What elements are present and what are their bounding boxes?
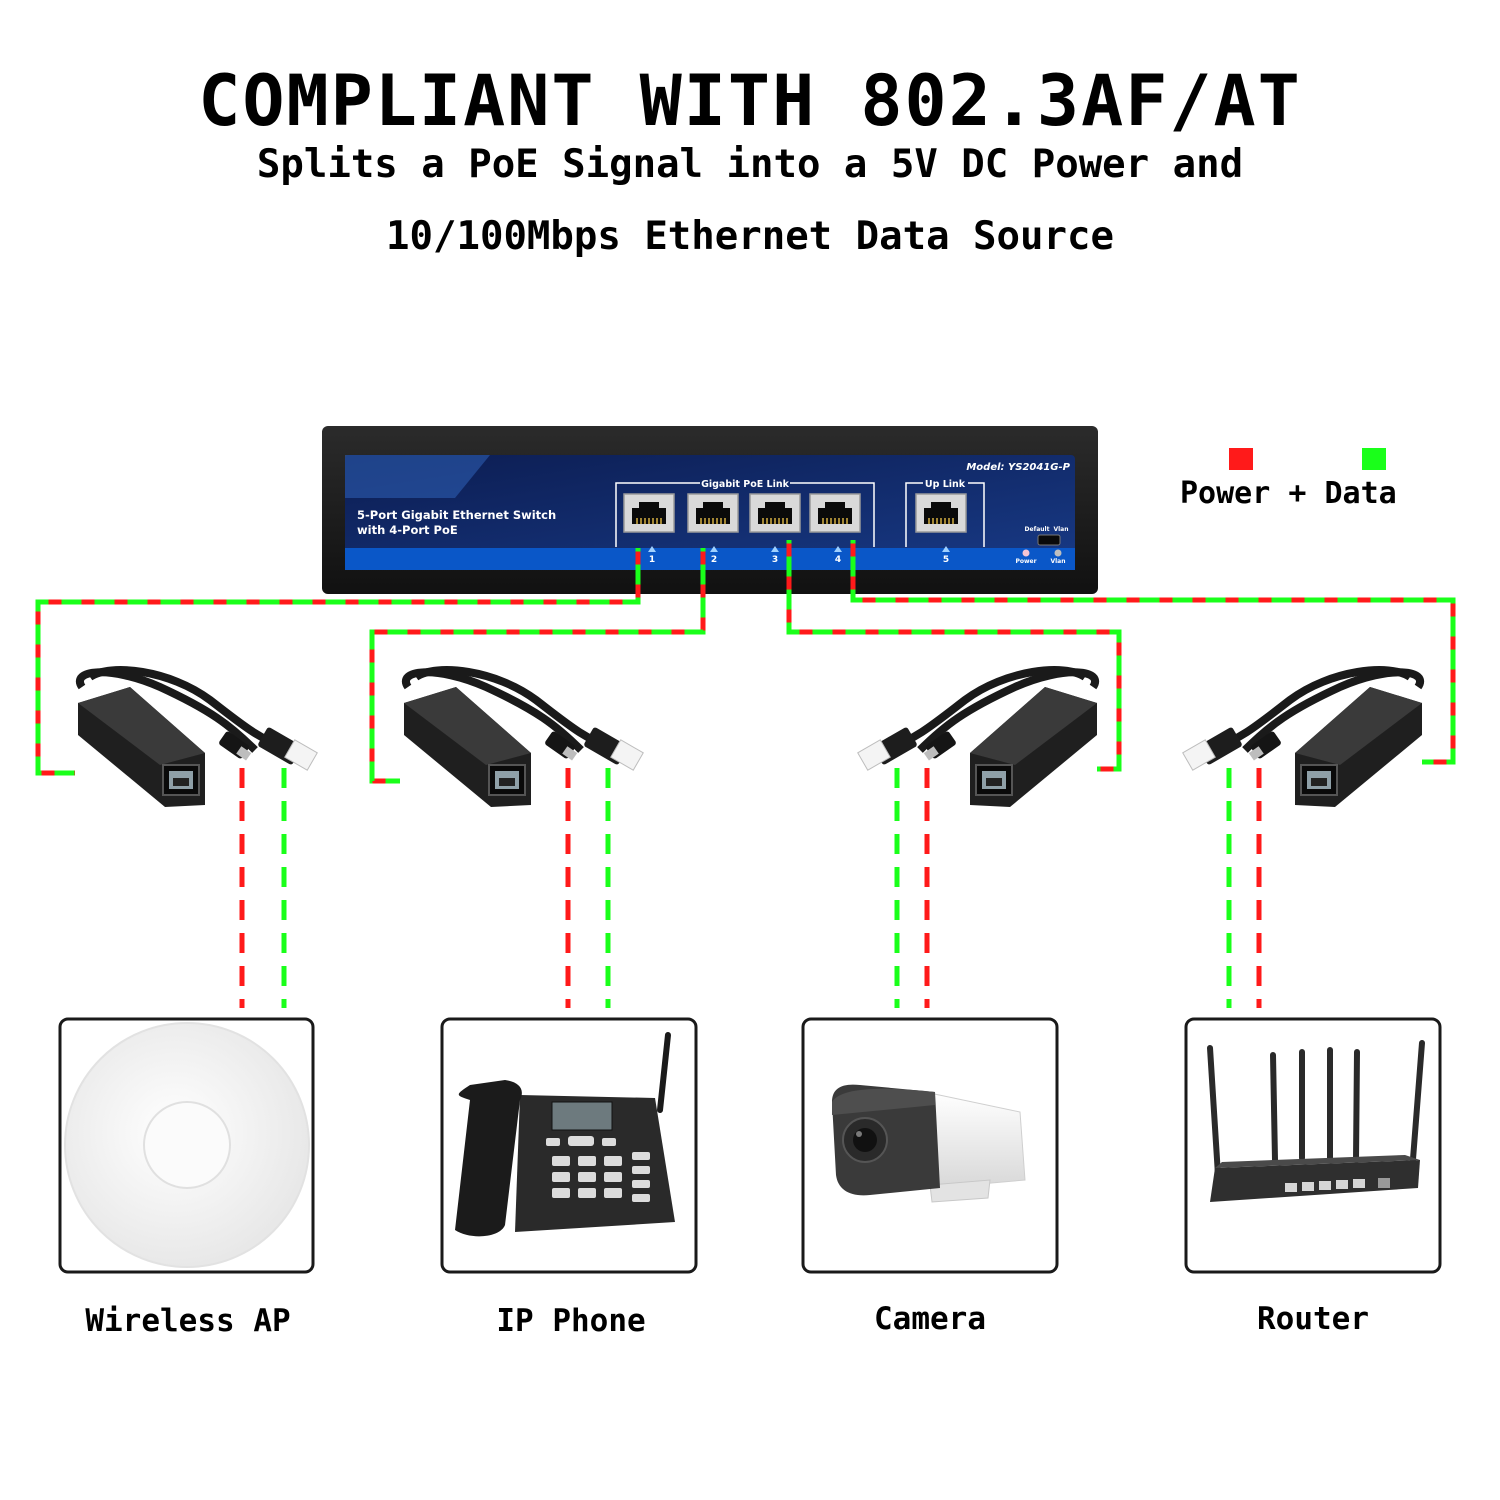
poe-splitter-3	[858, 670, 1097, 807]
port-number-5: 5	[943, 555, 949, 565]
vlan-led-label: Vlan	[1050, 558, 1065, 565]
subtitle-line-2: 10/100Mbps Ethernet Data Source	[386, 214, 1114, 259]
poe-splitter-1	[78, 670, 317, 807]
device-label-ip-phone: IP Phone	[496, 1303, 646, 1339]
default-label: Default	[1025, 526, 1050, 533]
device-label-router: Router	[1257, 1301, 1369, 1337]
power-legend-swatch	[1229, 448, 1253, 470]
device-label-camera: Camera	[874, 1301, 986, 1337]
subtitle-line-1: Splits a PoE Signal into a 5V DC Power a…	[256, 142, 1244, 187]
vlan-led	[1054, 549, 1062, 557]
device-label-wireless-ap: Wireless AP	[85, 1303, 291, 1339]
data-legend-swatch	[1362, 448, 1386, 470]
port-number-4: 4	[835, 555, 841, 565]
ethernet-port-4[interactable]	[809, 493, 861, 533]
page-title: COMPLIANT WITH 802.3AF/AT	[198, 60, 1302, 142]
ethernet-port-3[interactable]	[749, 493, 801, 533]
switch-description-1: 5-Port Gigabit Ethernet Switch	[357, 508, 556, 522]
camera-icon	[832, 1084, 1026, 1203]
poe-switch: Model: YS2041G-P 5-Port Gigabit Ethernet…	[322, 426, 1098, 594]
power-led-label: Power	[1015, 558, 1036, 565]
ethernet-port-1[interactable]	[623, 493, 675, 533]
poe-group-label: Gigabit PoE Link	[701, 479, 790, 490]
vlan-toggle[interactable]	[1037, 534, 1061, 546]
device-box-ip-phone	[440, 1017, 698, 1274]
ethernet-port-2[interactable]	[687, 493, 739, 533]
router-icon	[1207, 1040, 1425, 1202]
power-led	[1022, 549, 1030, 557]
connection-lines	[35, 540, 1456, 1008]
ethernet-port-5[interactable]	[915, 493, 967, 533]
port-number-2: 2	[711, 555, 717, 565]
device-box-camera	[801, 1017, 1059, 1274]
poe-splitter-4	[1183, 670, 1422, 807]
port-number-1: 1	[649, 555, 655, 565]
switch-model: Model: YS2041G-P	[966, 462, 1070, 473]
port-number-3: 3	[772, 555, 778, 565]
switch-description-2: with 4-Port PoE	[357, 523, 458, 537]
device-box-wireless-ap	[58, 1017, 315, 1274]
wireless-ap-icon	[64, 1022, 310, 1268]
device-box-router	[1184, 1017, 1442, 1274]
uplink-label: Up Link	[925, 479, 966, 490]
vlan-switch-label: Vlan	[1053, 526, 1068, 533]
ip-phone-icon	[455, 1032, 675, 1237]
legend-text: Power + Data	[1180, 476, 1397, 511]
